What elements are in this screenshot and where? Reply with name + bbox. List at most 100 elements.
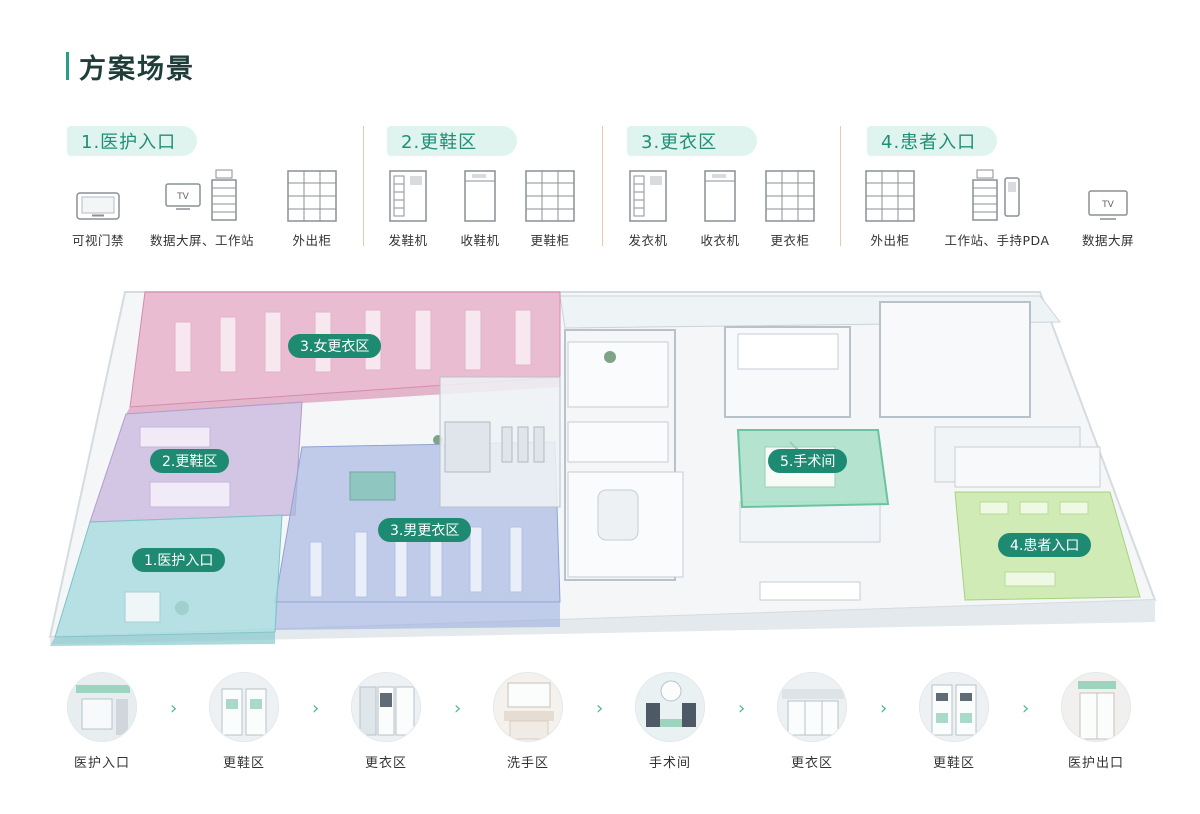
zone-label-surgery: 5.手术间 <box>768 449 848 473</box>
zone-entrance <box>54 514 283 638</box>
tv-screen-text: TV <box>1101 200 1114 210</box>
floor-edge <box>50 600 1155 644</box>
step-photo <box>351 672 421 742</box>
device-label: 发衣机 <box>628 233 668 248</box>
device-label: 数据大屏、工作站 <box>149 233 254 248</box>
device-label: 发鞋机 <box>388 233 428 248</box>
cabinet-icon <box>845 168 935 222</box>
device-label: 更鞋柜 <box>530 233 570 248</box>
page-title: 方案场景 <box>66 50 195 85</box>
zone-label-female: 3.女更衣区 <box>288 334 382 358</box>
step-photo <box>493 672 563 742</box>
chevron-right-icon: › <box>880 698 888 719</box>
cabinet-icon <box>745 168 835 222</box>
chevron-right-icon: › <box>738 698 746 719</box>
plant-icon <box>604 351 616 363</box>
device-item: 发衣机 <box>603 168 693 249</box>
zone-label-patient: 4.患者入口 <box>998 533 1092 557</box>
device-item: 外出柜 <box>267 168 357 249</box>
step-photo <box>1061 672 1131 742</box>
section-tag: 1.医护入口 <box>67 126 197 156</box>
section-divider <box>840 126 841 246</box>
screen-workstation-icon: TV <box>147 168 257 222</box>
step-label: 更衣区 <box>790 756 833 771</box>
device-item: 工作站、手持PDA <box>937 168 1057 249</box>
cabinet-icon <box>267 168 357 222</box>
section-tag: 4.患者入口 <box>867 126 997 156</box>
zone-label-shoe: 2.更鞋区 <box>150 449 230 473</box>
device-label: 更衣柜 <box>770 233 810 248</box>
flow-step: 更衣区 <box>336 668 436 771</box>
device-label: 外出柜 <box>292 233 332 248</box>
step-label: 更鞋区 <box>932 756 975 771</box>
shoe-cabinets <box>139 426 231 508</box>
step-photo <box>209 672 279 742</box>
title-accent-bar <box>66 52 69 80</box>
step-label: 医护出口 <box>1067 756 1124 771</box>
device-label: 工作站、手持PDA <box>944 233 1050 248</box>
flow-step: 手术间 <box>620 668 720 771</box>
chevron-right-icon: › <box>596 698 604 719</box>
device-item: 发鞋机 <box>363 168 453 249</box>
cabinet-icon <box>505 168 595 222</box>
step-photo <box>67 672 137 742</box>
patient-beds <box>979 501 1089 587</box>
step-photo <box>777 672 847 742</box>
device-label: 收衣机 <box>700 233 740 248</box>
flow-step: 更衣区 <box>762 668 862 771</box>
section-tag: 2.更鞋区 <box>387 126 517 156</box>
dispenser-icon <box>603 168 693 222</box>
step-label: 更衣区 <box>364 756 407 771</box>
device-item: 可视门禁 <box>53 168 143 249</box>
step-label: 手术间 <box>648 756 691 771</box>
chevron-right-icon: › <box>312 698 320 719</box>
access-control-icon <box>53 168 143 222</box>
device-item: 外出柜 <box>845 168 935 249</box>
section-changing-area: 3.更衣区 发衣机 收衣机 更衣柜 <box>615 124 845 249</box>
step-photo <box>635 672 705 742</box>
device-item: 更鞋柜 <box>505 168 595 249</box>
tv-screen-icon: TV <box>1063 168 1153 222</box>
flow-step: 更鞋区 <box>194 668 294 771</box>
device-label: 可视门禁 <box>71 233 124 248</box>
device-label: 数据大屏 <box>1081 233 1134 248</box>
flow-step: 医护出口 <box>1046 668 1146 771</box>
chevron-right-icon: › <box>170 698 178 719</box>
dispenser-icon <box>363 168 453 222</box>
step-photo <box>919 672 989 742</box>
device-item: TV 数据大屏、工作站 <box>147 168 257 249</box>
step-label: 医护入口 <box>73 756 130 771</box>
section-tag: 3.更衣区 <box>627 126 757 156</box>
step-label: 洗手区 <box>506 756 549 771</box>
section-divider <box>363 126 364 246</box>
flow-step: 更鞋区 <box>904 668 1004 771</box>
device-item: TV 数据大屏 <box>1063 168 1153 249</box>
section-shoe-area: 2.更鞋区 发鞋机 收鞋机 更鞋柜 <box>375 124 605 249</box>
tv-screen-text: TV <box>176 192 189 202</box>
process-flow: 医护入口 › 更鞋区 › 更衣区 › 洗手区 › 手术间 › 更衣区 › <box>55 668 1165 778</box>
workstation-pda-icon <box>937 168 1057 222</box>
device-item: 更衣柜 <box>745 168 835 249</box>
section-patient-entrance: 4.患者入口 外出柜 工作站、手持PDA TV 数据大屏 <box>855 124 1155 249</box>
device-item: 收鞋机 <box>435 168 525 249</box>
section-medical-entrance: 1.医护入口 可视门禁 TV 数据大屏、工作站 外出柜 <box>55 124 355 249</box>
flow-step: 医护入口 <box>52 668 152 771</box>
collector-icon <box>675 168 765 222</box>
floor-plan: 3.女更衣区 2.更鞋区 1.医护入口 3.男更衣区 5.手术间 4.患者入口 <box>20 282 1180 662</box>
chevron-right-icon: › <box>1022 698 1030 719</box>
access-gate <box>124 591 161 623</box>
male-lockers <box>309 526 523 598</box>
female-lockers <box>174 309 532 373</box>
dispenser-machine <box>349 471 396 501</box>
device-label: 外出柜 <box>870 233 910 248</box>
chevron-right-icon: › <box>454 698 462 719</box>
flow-step: 洗手区 <box>478 668 578 771</box>
step-label: 更鞋区 <box>222 756 265 771</box>
device-item: 收衣机 <box>675 168 765 249</box>
page-title-text: 方案场景 <box>79 53 195 85</box>
zone-label-entrance: 1.医护入口 <box>132 548 226 572</box>
collector-icon <box>435 168 525 222</box>
section-divider <box>602 126 603 246</box>
device-label: 收鞋机 <box>460 233 500 248</box>
zone-label-male: 3.男更衣区 <box>378 518 472 542</box>
